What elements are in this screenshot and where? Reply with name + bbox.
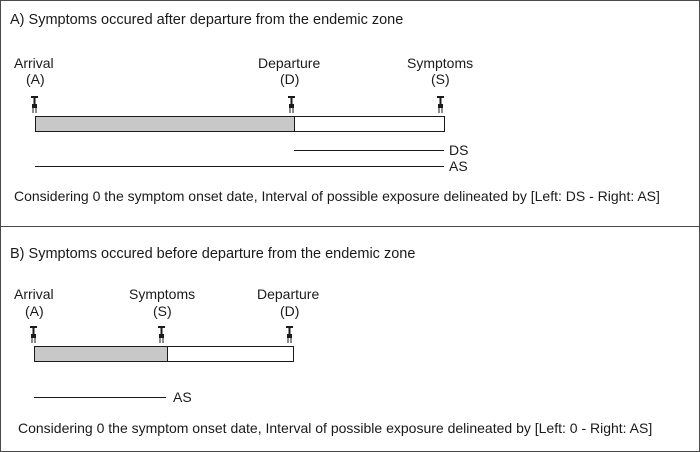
panel-a-symptoms-code: (S) — [431, 71, 450, 87]
panel-b-arrival-label: Arrival — [14, 286, 54, 302]
panel-b-departure-label: Departure — [257, 286, 320, 302]
panel-b-timeline-bar — [34, 346, 294, 362]
panel-a-stay-period — [36, 117, 295, 131]
panel-b-arrival-marker-icon — [30, 326, 37, 343]
panel-a-as-line — [35, 166, 444, 167]
panel-b: B) Symptoms occured before departure fro… — [0, 227, 700, 452]
panel-a-title: A) Symptoms occured after departure from… — [10, 12, 404, 28]
panel-b-as-label: AS — [173, 389, 192, 405]
panel-b-as-line — [34, 397, 166, 398]
panel-b-arrival-code: (A) — [25, 303, 44, 319]
panel-b-departure-code: (D) — [280, 303, 300, 319]
panel-divider — [0, 226, 700, 227]
panel-b-departure-marker-icon — [286, 326, 293, 343]
panel-a-ds-label: DS — [449, 142, 469, 158]
panel-a: A) Symptoms occured after departure from… — [10, 12, 660, 204]
panel-a-departure-marker-icon — [288, 96, 295, 113]
panel-b-symptoms-label: Symptoms — [129, 286, 196, 302]
panel-b-symptoms-code: (S) — [153, 303, 172, 319]
panel-a-departure-label: Departure — [258, 55, 321, 71]
panel-a-note: Considering 0 the symptom onset date, In… — [14, 188, 660, 204]
panel-a-symptoms-label: Symptoms — [407, 55, 474, 71]
panel-b-title: B) Symptoms occured before departure fro… — [10, 246, 416, 262]
panel-a-arrival-marker-icon — [31, 96, 38, 113]
panel-a-arrival-label: Arrival — [14, 55, 54, 71]
panel-a-symptoms-marker-icon — [437, 96, 444, 113]
panel-a-timeline-bar — [35, 116, 445, 132]
panel-a-as-label: AS — [449, 158, 468, 174]
panel-a-ds-line — [294, 150, 444, 151]
panel-b-symptoms-marker-icon — [158, 326, 165, 343]
panel-b-note: Considering 0 the symptom onset date, In… — [18, 420, 653, 436]
panel-b-stay-period — [35, 347, 168, 361]
panel-a-arrival-code: (A) — [26, 71, 45, 87]
panel-a-departure-code: (D) — [280, 71, 300, 87]
